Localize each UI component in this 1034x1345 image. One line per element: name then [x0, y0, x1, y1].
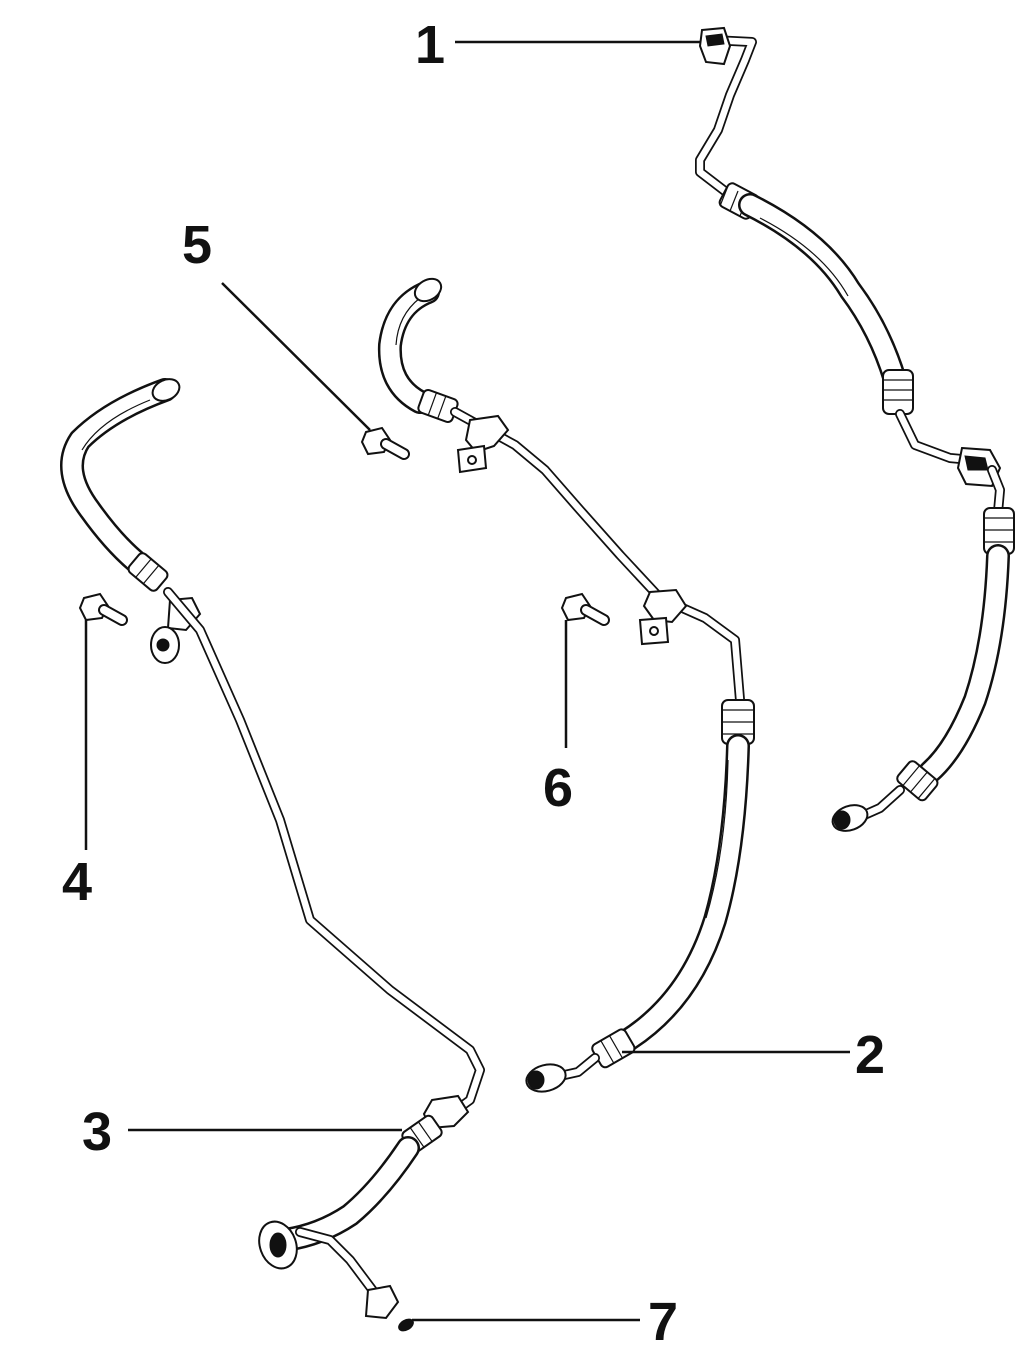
callout-labels: 1 2 3 4 5 6 7 [62, 15, 885, 1345]
hose-assembly-3 [60, 378, 485, 1320]
hose-assembly-1 [695, 26, 1015, 832]
bolt-4 [78, 592, 128, 626]
callout-1: 1 [415, 15, 445, 75]
callout-3: 3 [82, 1102, 112, 1162]
callout-7: 7 [648, 1292, 678, 1345]
callout-2: 2 [855, 1025, 885, 1085]
callout-5: 5 [182, 215, 212, 275]
bolt-6 [560, 592, 610, 626]
callout-6: 6 [543, 758, 573, 818]
bolt-5 [360, 426, 410, 460]
callout-4: 4 [62, 852, 92, 912]
hose-assembly-2 [377, 277, 755, 1093]
leader-lines [84, 40, 850, 1322]
leader-5 [221, 282, 371, 431]
